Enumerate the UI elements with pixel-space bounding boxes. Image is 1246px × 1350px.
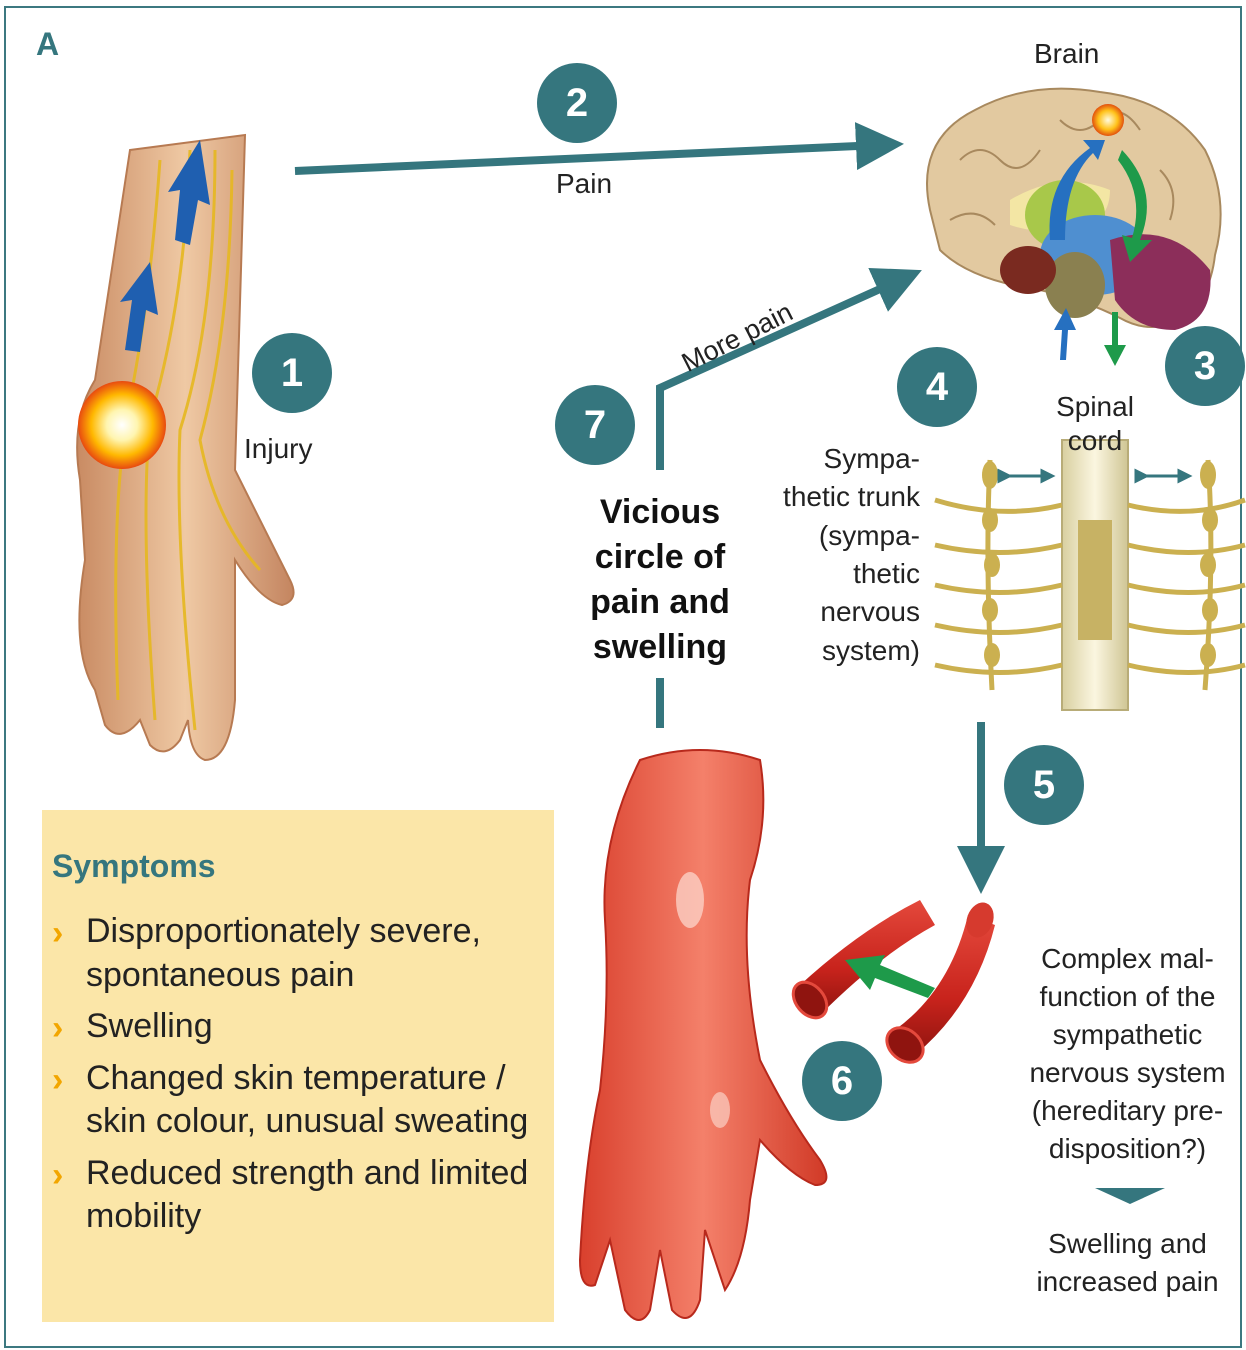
pain-label: Pain (556, 170, 612, 198)
vicious-circle-label: Vicious circle of pain and swelling (560, 490, 760, 670)
step-badge-4: 4 (897, 347, 977, 427)
symptoms-list: › Disproportionately severe, spontaneous … (52, 910, 552, 1247)
complex-malfunction-label: Complex mal-function of the sympathetic … (1005, 940, 1246, 1168)
symptoms-box: Symptoms › Disproportionately severe, spo… (42, 810, 554, 1322)
chevron-right-icon: › (52, 1059, 63, 1103)
swollen-hand-icon (580, 750, 826, 1320)
symptom-item: › Swelling (52, 1005, 552, 1049)
sympathetic-trunk-label: Sympa-thetic trunk (sympa-thetic nervous… (780, 440, 920, 670)
chevron-right-icon: › (52, 912, 63, 956)
chevron-right-icon: › (52, 1007, 63, 1051)
step-badge-7: 7 (555, 385, 635, 465)
symptom-text: Changed skin temperature / skin colour, … (86, 1059, 528, 1141)
spinal-cord-label: Spinal cord (1040, 390, 1150, 457)
symptom-item: › Reduced strength and limited mobility (52, 1152, 552, 1239)
step-badge-1: 1 (252, 333, 332, 413)
symptoms-title: Symptoms (52, 848, 216, 885)
injury-label: Injury (244, 435, 312, 463)
step-badge-2: 2 (537, 63, 617, 143)
symptom-text: Disproportionately severe, spontaneous p… (86, 912, 481, 994)
symptom-text: Reduced strength and limited mobility (86, 1154, 528, 1236)
symptom-item: › Changed skin temperature / skin colour,… (52, 1057, 552, 1144)
symptom-item: › Disproportionately severe, spontaneous … (52, 910, 552, 997)
spinal-cord-icon (935, 440, 1245, 710)
step-badge-6: 6 (802, 1041, 882, 1121)
swelling-result-label: Swelling and increased pain (1005, 1225, 1246, 1301)
brain-label: Brain (1034, 40, 1099, 68)
chevron-right-icon: › (52, 1154, 63, 1198)
blood-vessel-icon (786, 899, 998, 1070)
pain-spot-icon (78, 381, 166, 469)
panel-label: A (36, 28, 59, 60)
brain-icon (927, 89, 1221, 366)
symptom-text: Swelling (86, 1007, 213, 1045)
step-badge-5: 5 (1004, 745, 1084, 825)
step-badge-3: 3 (1165, 326, 1245, 406)
result-triangle-icon (1095, 1188, 1165, 1204)
